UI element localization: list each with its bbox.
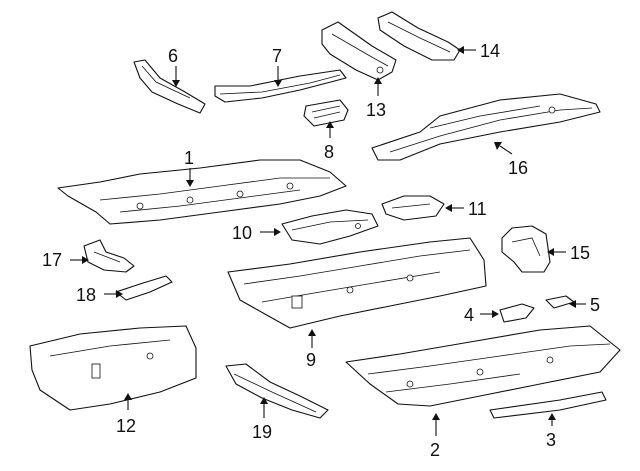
part-8-drawing[interactable] xyxy=(303,99,349,127)
callout-14: 14 xyxy=(480,41,500,61)
part-19-drawing[interactable] xyxy=(225,363,329,419)
callout-6: 6 xyxy=(168,46,178,66)
part-18-drawing[interactable] xyxy=(115,275,173,301)
part-1-drawing[interactable] xyxy=(57,159,347,225)
part-5-drawing[interactable] xyxy=(545,295,575,309)
callout-5: 5 xyxy=(590,295,600,315)
part-4-drawing[interactable] xyxy=(499,303,535,323)
part-16-drawing[interactable] xyxy=(371,93,601,161)
callout-15: 15 xyxy=(570,243,590,263)
callout-labels: 6 7 8 13 14 16 1 11 10 15 17 18 9 4 5 12… xyxy=(42,41,600,460)
part-6-drawing[interactable] xyxy=(133,59,206,114)
part-7-drawing[interactable] xyxy=(214,69,347,103)
callout-3: 3 xyxy=(546,430,556,450)
callout-17: 17 xyxy=(42,250,62,270)
part-9-drawing[interactable] xyxy=(227,237,487,329)
callout-16: 16 xyxy=(508,158,528,178)
callout-11: 11 xyxy=(468,199,487,219)
callout-19: 19 xyxy=(252,422,272,442)
callout-1: 1 xyxy=(184,148,194,168)
callout-4: 4 xyxy=(464,305,474,325)
part-13-drawing[interactable] xyxy=(321,21,397,81)
part-10-drawing[interactable] xyxy=(281,209,379,245)
callout-12: 12 xyxy=(116,416,136,436)
callout-18: 18 xyxy=(76,285,96,305)
callout-8: 8 xyxy=(324,142,334,162)
callout-lines xyxy=(70,46,586,436)
callout-2: 2 xyxy=(430,440,440,460)
part-11-drawing[interactable] xyxy=(381,195,445,221)
part-2-drawing[interactable] xyxy=(345,325,621,407)
callout-9: 9 xyxy=(306,350,316,370)
part-14-drawing[interactable] xyxy=(377,11,461,61)
part-17-drawing[interactable] xyxy=(83,239,135,273)
callout-7: 7 xyxy=(272,46,282,66)
part-15-drawing[interactable] xyxy=(501,225,551,273)
part-12-drawing[interactable] xyxy=(29,325,197,411)
callout-10: 10 xyxy=(232,223,252,243)
callout-13: 13 xyxy=(366,100,386,120)
part-3-drawing[interactable] xyxy=(489,391,607,419)
